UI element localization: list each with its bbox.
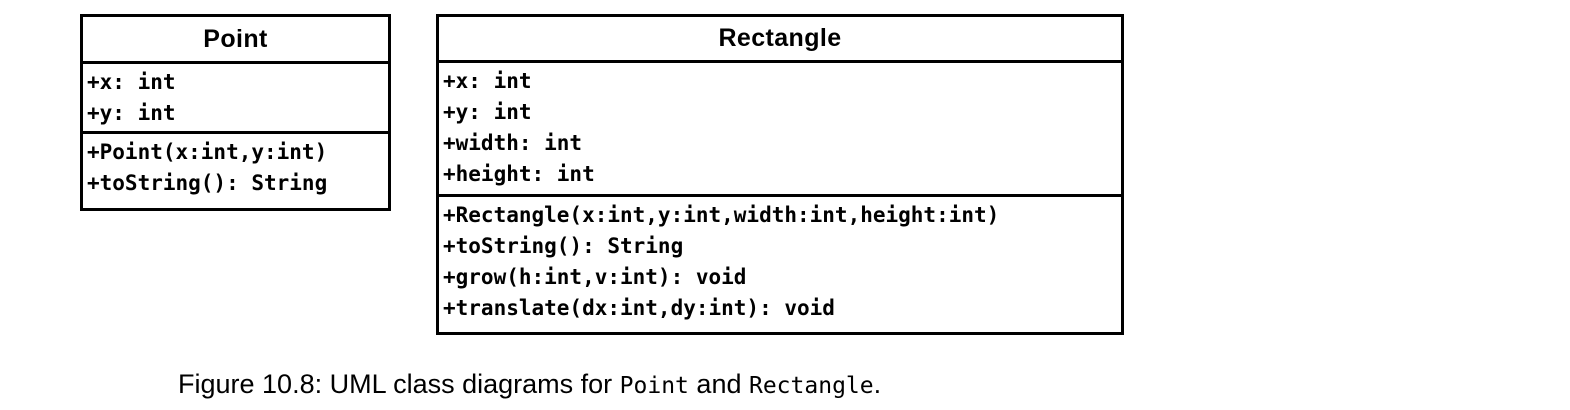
attribute-row: +y: int — [443, 100, 532, 124]
methods-compartment-rectangle: +Rectangle(x:int,y:int,width:int,height:… — [439, 197, 1121, 332]
attribute-row: +width: int — [443, 131, 583, 155]
class-name-point: Point — [83, 17, 388, 64]
caption-class-point: Point — [619, 373, 689, 399]
uml-class-rectangle: Rectangle +x: int +y: int +width: int +h… — [436, 14, 1124, 335]
caption-suffix-text: . — [873, 369, 882, 399]
caption-prefix-text: Figure 10.8: UML class diagrams for — [178, 369, 620, 399]
attribute-row: +height: int — [443, 162, 595, 186]
uml-class-point: Point +x: int +y: int +Point(x:int,y:int… — [80, 14, 391, 211]
caption-conjunction-text: and — [688, 369, 749, 399]
method-row: +toString(): String — [87, 171, 328, 195]
figure-caption: Figure 10.8: UML class diagrams for Poin… — [178, 367, 881, 403]
method-row: +Rectangle(x:int,y:int,width:int,height:… — [443, 203, 1000, 227]
method-row: +translate(dx:int,dy:int): void — [443, 296, 835, 320]
caption-class-rectangle: Rectangle — [748, 373, 874, 399]
attribute-row: +x: int — [443, 69, 532, 93]
methods-compartment-point: +Point(x:int,y:int) +toString(): String — [83, 134, 388, 204]
class-name-rectangle: Rectangle — [439, 17, 1121, 63]
attribute-row: +x: int — [87, 70, 176, 94]
method-row: +toString(): String — [443, 234, 684, 258]
attributes-compartment-point: +x: int +y: int — [83, 64, 388, 134]
attributes-compartment-rectangle: +x: int +y: int +width: int +height: int — [439, 63, 1121, 197]
attribute-row: +y: int — [87, 101, 176, 125]
method-row: +grow(h:int,v:int): void — [443, 265, 747, 289]
method-row: +Point(x:int,y:int) — [87, 140, 328, 164]
